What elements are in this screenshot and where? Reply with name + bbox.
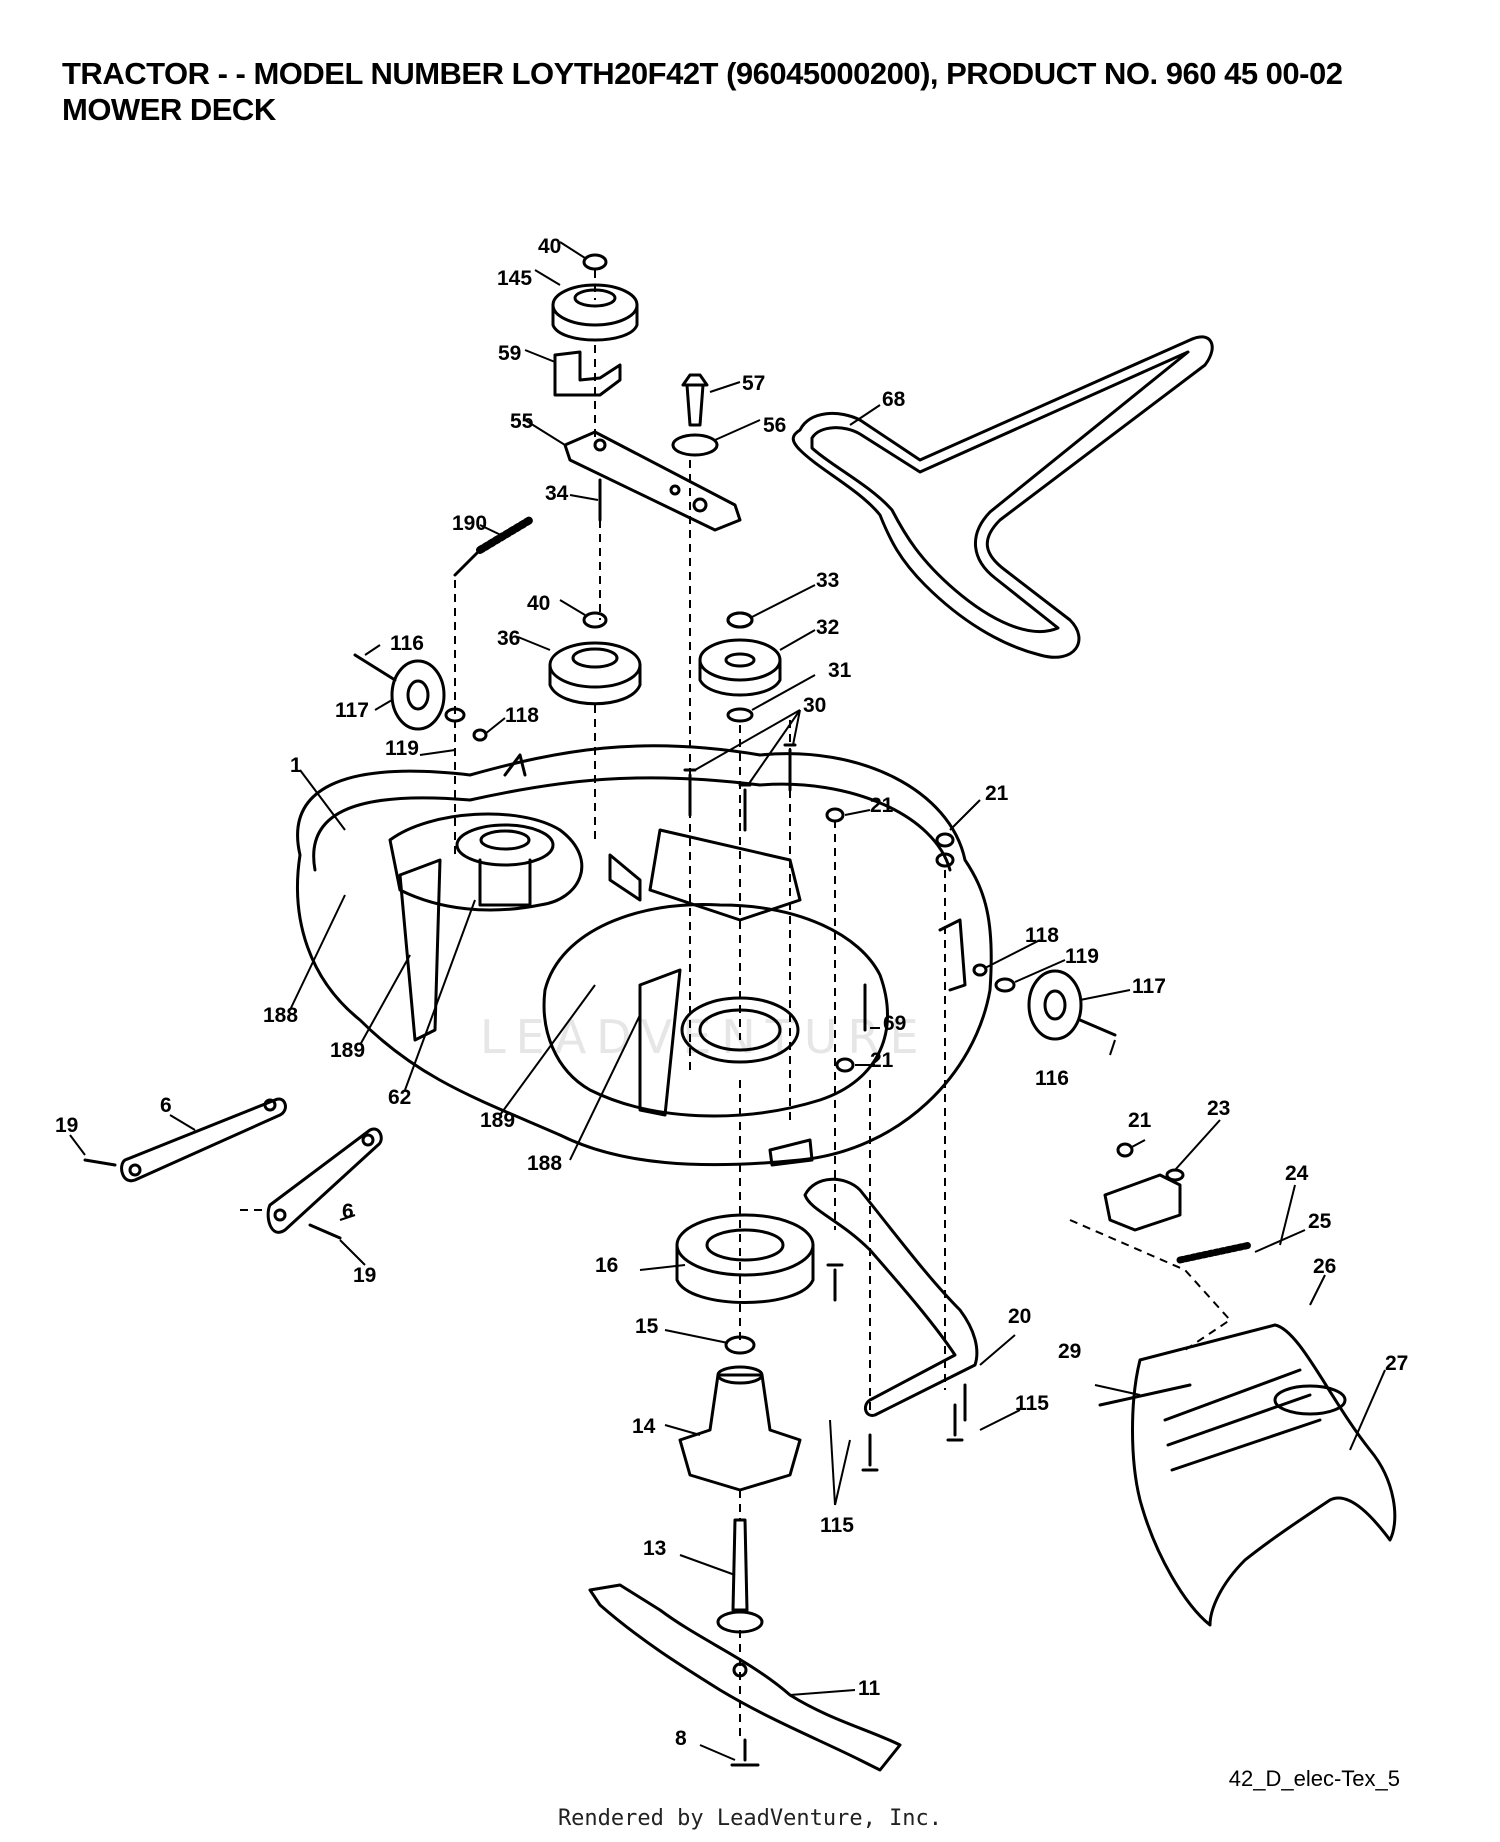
callout-62: 62 [388,1086,411,1109]
diagram-reference-code: 42_D_elec-Tex_5 [1228,1766,1400,1791]
callout-24: 24 [1285,1162,1309,1185]
callout-15: 15 [635,1315,659,1338]
callout-21: 21 [985,782,1009,805]
callout-69: 69 [883,1012,906,1035]
pulley-36 [548,611,642,706]
nut-33 [726,611,754,629]
callout-27: 27 [1385,1352,1408,1375]
spindle-14 [678,1365,802,1492]
gauge-wheel-right [972,963,1117,1041]
spring-190 [453,516,534,577]
callout-118: 118 [505,704,539,727]
callout-119: 119 [1065,945,1099,968]
callout-119: 119 [385,737,419,760]
callout-31: 31 [828,659,852,682]
callout-189: 189 [330,1039,365,1062]
callout-40: 40 [527,592,550,615]
callout-190: 190 [452,512,487,535]
pulley-32 [698,611,782,723]
callout-6: 6 [160,1094,172,1117]
bolt-8 [730,1738,760,1767]
callout-21: 21 [870,1049,894,1072]
gauge-wheel-left [353,653,488,742]
stabilizer-20 [803,1177,979,1417]
callout-117: 117 [1132,975,1166,998]
callout-115: 115 [1015,1392,1049,1415]
spring-25 [1176,1241,1254,1264]
callout-1: 1 [290,754,302,777]
callout-40: 40 [538,235,561,258]
callout-68: 68 [882,388,906,411]
callout-30: 30 [803,694,826,717]
callout-116: 116 [1035,1067,1069,1090]
deck-arm-front [120,1097,287,1183]
callout-188: 188 [527,1152,562,1175]
idler-bracket-55 [563,430,742,532]
bushing-16 [675,1213,815,1304]
callout-6: 6 [342,1200,354,1223]
footer-credit: Rendered by LeadVenture, Inc. [557,1806,943,1831]
callout-20: 20 [1008,1305,1031,1328]
bracket-59 [553,350,622,397]
callout-36: 36 [497,627,520,650]
callout-8: 8 [675,1727,687,1750]
callout-19: 19 [55,1114,78,1137]
callout-21: 21 [1128,1109,1152,1132]
page-title: TRACTOR - - MODEL NUMBER LOYTH20F42T (96… [62,56,1343,91]
rod-29 [1098,1383,1192,1407]
callout-19: 19 [353,1264,376,1287]
callout-59: 59 [498,342,521,365]
callout-188: 188 [263,1004,298,1027]
callout-21: 21 [870,794,894,817]
callout-116: 116 [390,632,424,655]
discharge-chute-27 [1131,1323,1397,1627]
pulley-145 [551,253,639,342]
mower-deck [296,744,993,1167]
page-subtitle: MOWER DECK [62,92,276,127]
callout-16: 16 [595,1254,618,1277]
callout-23: 23 [1207,1097,1230,1120]
bolts-115 [826,1263,967,1472]
callout-115: 115 [820,1514,854,1537]
callout-57: 57 [742,372,765,395]
callout-118: 118 [1025,924,1059,947]
callout-117: 117 [335,699,369,722]
watermark: LEADVENTURE [480,1010,929,1064]
callout-145: 145 [497,267,532,290]
deck-arm-rear [266,1127,383,1234]
bolt-19-rear [308,1223,342,1240]
nuts-21 [825,807,1134,1158]
callout-13: 13 [643,1537,666,1560]
callout-32: 32 [816,616,839,639]
callout-26: 26 [1313,1255,1336,1278]
belt-68 [791,335,1214,659]
callout-14: 14 [632,1415,656,1438]
callout-33: 33 [816,569,839,592]
callout-29: 29 [1058,1340,1081,1363]
bracket-23 [1103,1168,1185,1232]
callout-25: 25 [1308,1210,1332,1233]
callout-34: 34 [545,482,569,505]
callout-56: 56 [763,414,786,437]
callout-189: 189 [480,1109,515,1132]
washer-56-screw-57 [671,373,719,457]
callout-55: 55 [510,410,534,433]
bolt-19-front [83,1158,117,1167]
callout-11: 11 [858,1677,881,1700]
shaft-13 [716,1518,764,1634]
